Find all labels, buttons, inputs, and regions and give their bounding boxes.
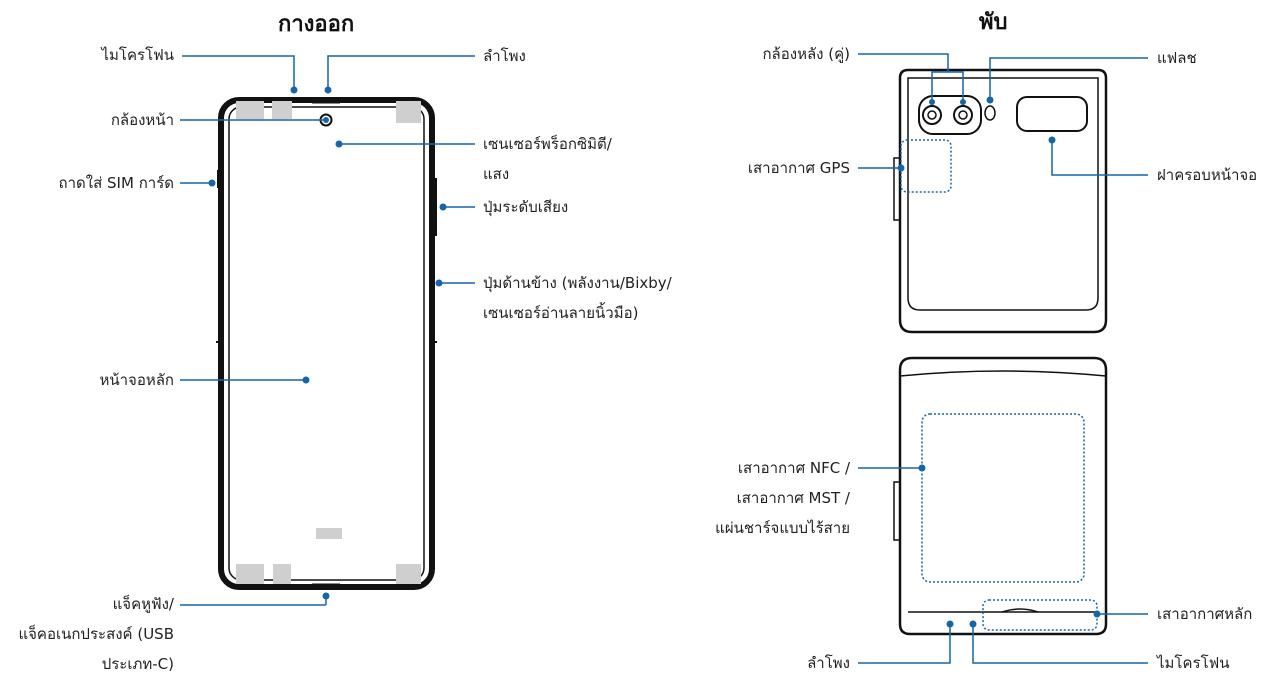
folded-top-inner <box>907 77 1099 311</box>
folded-callout-lines <box>858 53 1148 664</box>
folded-bottom-body <box>898 356 1108 636</box>
folded-bottom-side-button <box>893 481 901 541</box>
label-proximity-sensor-1: เซนเซอร์พร็อกซิมิตี/ <box>483 135 612 153</box>
flash-icon <box>984 105 996 121</box>
open-callout-lines <box>180 55 475 606</box>
label-earphone-jack-3: ประเภท-C) <box>101 655 174 673</box>
rear-camera-lens-icon <box>922 105 942 125</box>
folded-phone-bottom <box>893 356 1108 636</box>
nfc-antenna-area <box>921 413 1085 583</box>
rear-camera-lens-icon <box>953 105 973 125</box>
folded-phone-top <box>893 68 1108 334</box>
label-earphone-jack-2: แจ็คอเนกประสงค์ (USB <box>18 625 174 643</box>
title-folded: พับ <box>979 10 1008 35</box>
label-cover-screen: ฝาครอบหน้าจอ <box>1157 166 1258 184</box>
label-nfc-antenna-1: เสาอากาศ NFC / <box>737 459 850 477</box>
label-speaker: ลำโพง <box>483 47 526 65</box>
label-volume-key: ปุ่มระดับเสียง <box>483 198 569 216</box>
open-phone-body <box>218 97 435 590</box>
label-side-key-1: ปุ่มด้านข้าง (พลังงาน/Bixby/ <box>483 274 672 292</box>
rear-camera-module <box>918 95 982 135</box>
bottom-port-curve <box>1001 608 1039 613</box>
label-folded-microphone: ไมโครโฟน <box>1157 654 1230 672</box>
sensor-block <box>272 101 292 119</box>
main-antenna-area <box>982 599 1098 631</box>
label-rear-camera: กล้องหลัง (คู่) <box>762 45 850 63</box>
sensor-block <box>396 564 421 584</box>
sensor-block <box>236 101 264 119</box>
label-sim-tray: ถาดใส่ SIM การ์ด <box>58 174 174 192</box>
label-microphone: ไมโครโฟน <box>101 46 174 64</box>
label-front-camera: กล้องหน้า <box>110 111 174 129</box>
label-nfc-antenna-2: เสาอากาศ MST / <box>736 489 850 507</box>
open-phone-screen-edge <box>228 106 425 581</box>
folded-top-body <box>898 68 1108 334</box>
label-proximity-sensor-2: แสง <box>483 165 510 183</box>
label-earphone-jack-1: แจ็คหูฟัง/ <box>112 595 174 613</box>
fingerprint-area <box>316 528 342 539</box>
label-nfc-antenna-3: แผ่นชาร์จแบบไร้สาย <box>715 519 850 537</box>
hinge-curve <box>899 370 1107 377</box>
label-side-key-2: เซนเซอร์อ่านลายนิ้วมือ) <box>483 304 639 322</box>
label-gps-antenna: เสาอากาศ GPS <box>747 159 850 177</box>
cover-screen-shape <box>1016 96 1088 132</box>
label-folded-speaker: ลำโพง <box>807 654 850 672</box>
sim-tray-shape <box>217 170 221 188</box>
volume-button-shape <box>432 178 437 236</box>
sensor-block <box>396 101 421 123</box>
sensor-block <box>236 564 264 584</box>
open-phone <box>216 97 437 590</box>
label-flash: แฟลช <box>1157 49 1197 67</box>
title-open: กางออก <box>278 12 355 37</box>
sensor-block <box>273 564 291 584</box>
label-main-antenna: เสาอากาศหลัก <box>1157 605 1253 623</box>
label-main-screen: หน้าจอหลัก <box>99 371 174 389</box>
folded-side-button <box>893 157 901 221</box>
folded-callout-dots <box>897 96 1101 628</box>
open-callout-dots <box>208 86 447 600</box>
